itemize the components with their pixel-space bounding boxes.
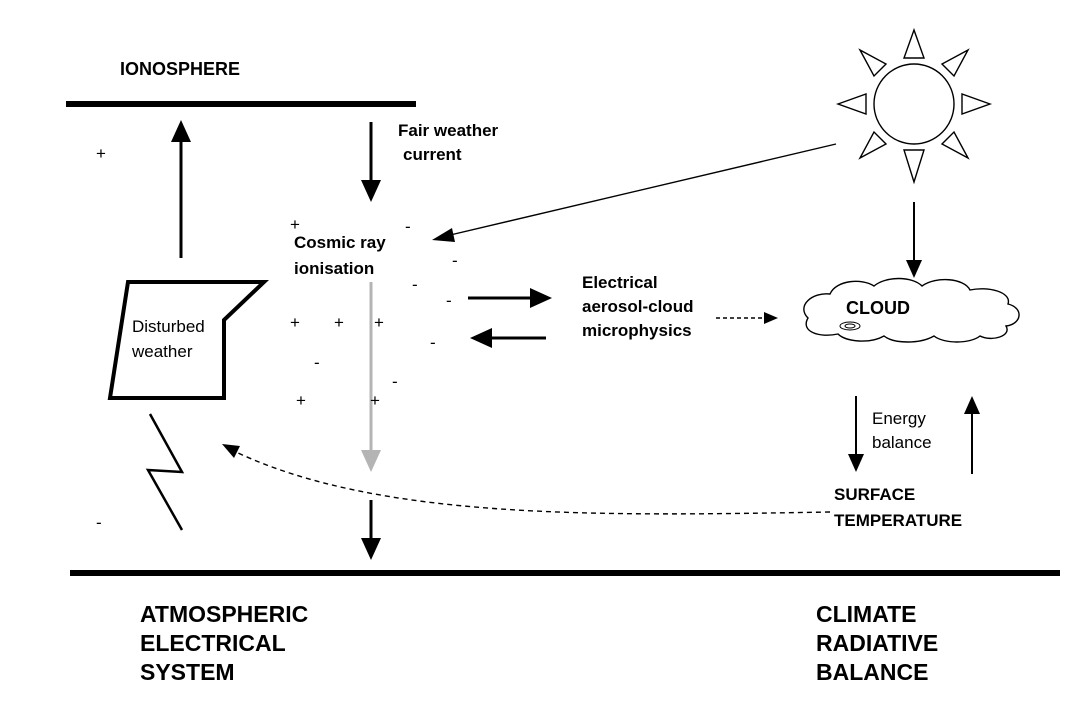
minus-charge: -: [96, 513, 102, 532]
electrical-microphysics-label-line3: microphysics: [582, 321, 692, 340]
space-charges: + - - - - + + + - - - + + + -: [96, 144, 458, 532]
microphysics-forward-arrow: [468, 288, 552, 308]
cloud-label: CLOUD: [846, 298, 910, 318]
sun-icon: [835, 27, 993, 185]
electrical-microphysics-label: Electrical: [582, 273, 658, 292]
energy-balance-label-line2: balance: [872, 433, 932, 452]
fair-weather-current-label: Fair weather: [398, 121, 499, 140]
minus-charge: -: [452, 251, 458, 270]
plus-charge: +: [290, 313, 300, 332]
electrical-microphysics-label-line2: aerosol-cloud: [582, 297, 693, 316]
surface-temperature-label-line2: TEMPERATURE: [834, 511, 962, 530]
atmospheric-electrical-system-title: ATMOSPHERIC: [140, 601, 308, 627]
plus-charge: +: [334, 313, 344, 332]
surface-temperature-label: SURFACE: [834, 485, 915, 504]
plus-charge: +: [290, 215, 300, 234]
temperature-feedback-arrow: [222, 444, 831, 515]
minus-charge: -: [314, 353, 320, 372]
microphysics-backward-arrow: [470, 328, 546, 348]
atmospheric-electrical-system-title-line3: SYSTEM: [140, 659, 235, 685]
energy-balance-label: Energy: [872, 409, 926, 428]
climate-radiative-balance-title-line2: RADIATIVE: [816, 630, 938, 656]
sunlight-to-cloud-arrow: [906, 202, 922, 278]
energy-balance-down-arrow: [848, 396, 864, 472]
cosmic-ray-arrow: [361, 282, 381, 472]
downward-current-arrow: [361, 500, 381, 560]
plus-charge: +: [96, 144, 106, 163]
energy-balance-up-arrow: [964, 396, 980, 474]
minus-charge: -: [412, 275, 418, 294]
disturbed-weather-label-line2: weather: [131, 342, 193, 361]
ionosphere-label: IONOSPHERE: [120, 59, 240, 79]
cosmic-ray-ionisation-label-line2: ionisation: [294, 259, 374, 278]
minus-charge: -: [405, 217, 411, 236]
plus-charge: +: [374, 313, 384, 332]
disturbed-weather-box: [107, 280, 270, 400]
cloud-icon: [803, 277, 1020, 343]
solar-modulation-arrow: [432, 143, 837, 242]
cosmic-ray-ionisation-label: Cosmic ray: [294, 233, 386, 252]
fair-weather-current-label-line2: current: [403, 145, 462, 164]
climate-radiative-balance-title-line3: BALANCE: [816, 659, 928, 685]
atmospheric-electrical-system-title-line2: ELECTRICAL: [140, 630, 286, 656]
minus-charge: -: [430, 333, 436, 352]
minus-charge: -: [446, 291, 452, 310]
minus-charge: -: [392, 372, 398, 391]
fair-weather-current-arrow: [361, 122, 381, 202]
microphysics-to-cloud-arrow: [716, 312, 778, 324]
disturbed-weather-label: Disturbed: [132, 317, 205, 336]
plus-charge: +: [370, 391, 380, 410]
lightning-icon: [145, 413, 185, 531]
plus-charge: +: [296, 391, 306, 410]
upward-current-arrow: [171, 120, 191, 258]
climate-radiative-balance-title: CLIMATE: [816, 601, 917, 627]
